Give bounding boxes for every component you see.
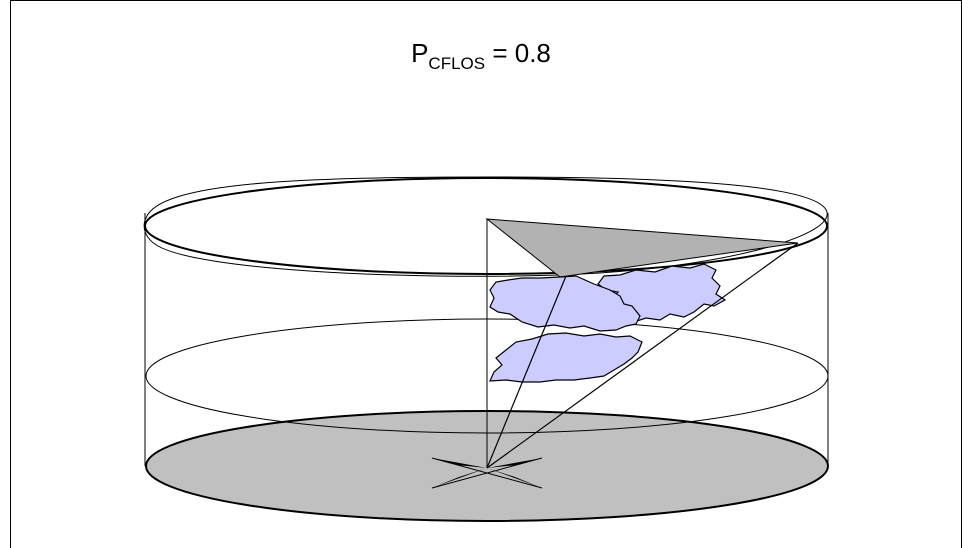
sight-line-far — [486, 242, 799, 469]
cylinder-top-cap — [144, 177, 828, 275]
probability-title: PCFLOS = 0.8 — [0, 38, 962, 72]
title-subscript: CFLOS — [428, 54, 486, 73]
title-value: 0.8 — [514, 38, 551, 68]
sight-line-near — [486, 275, 567, 469]
cloud-patch-lower — [489, 332, 643, 383]
viewing-sector — [485, 218, 799, 278]
cloud-patch-upper-left — [489, 275, 641, 332]
cylinder-top-cap-sketch — [143, 176, 828, 277]
title-equals: = — [485, 38, 515, 68]
title-symbol: P — [411, 38, 429, 68]
observer-star-icon — [431, 457, 543, 489]
